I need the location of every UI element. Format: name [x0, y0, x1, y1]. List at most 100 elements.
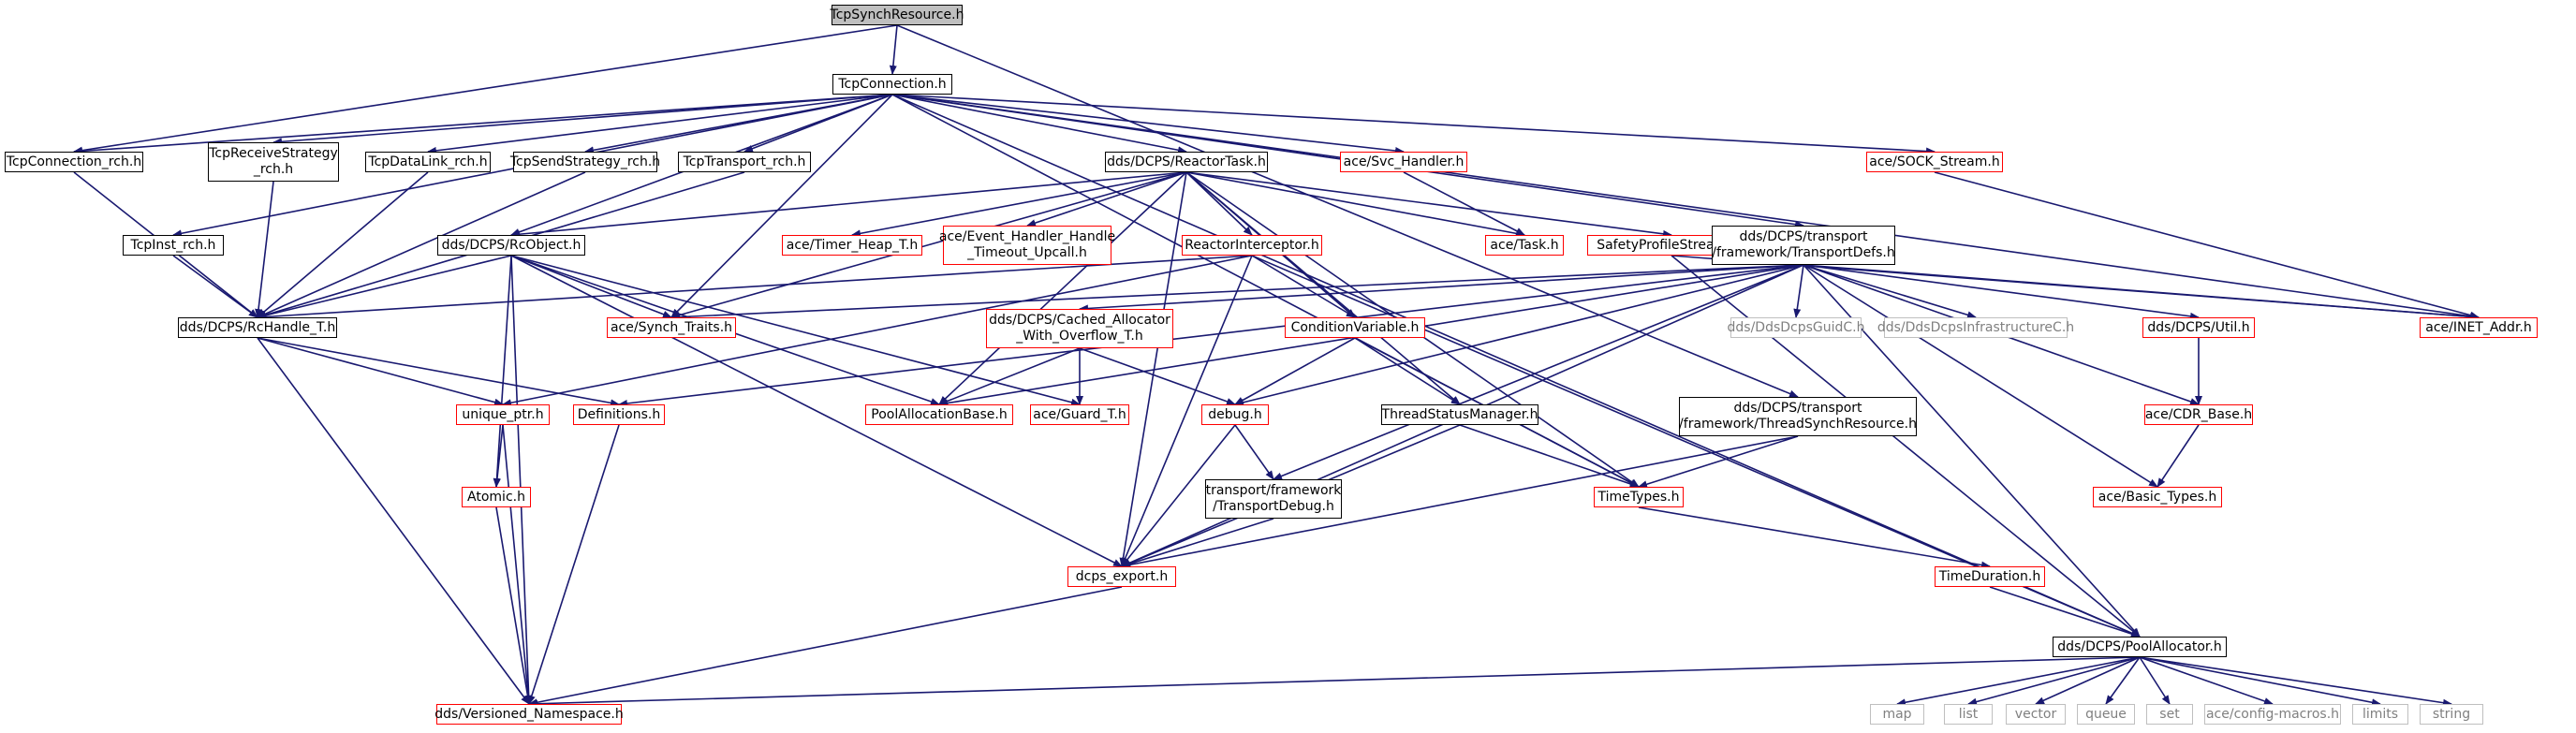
node-definitions: Definitions.h [573, 404, 665, 425]
edge-reactorint-to-condvar [1251, 255, 1356, 318]
edge-tcpconn-to-reactortask [891, 94, 1187, 154]
node-dcpsexport: dcps_export.h [1067, 566, 1176, 587]
edge-reactortask-to-task [1185, 171, 1525, 238]
edge-sendstrat-to-rchandle [257, 171, 586, 318]
node-root: TcpSynchResource.h [831, 5, 964, 25]
node-util: dds/DCPS/Util.h [2142, 317, 2255, 338]
edge-rcobject-to-dcpsexport [510, 255, 1123, 567]
node-string: string [2420, 704, 2483, 725]
node-datalink[interactable]: TcpDataLink_rch.h [365, 152, 491, 172]
edge-tcpconn-to-poolallocator [891, 94, 2141, 638]
edge-transportdefs-to-inetaddr [1803, 264, 2480, 321]
node-transport-rch[interactable]: TcpTransport_rch.h [678, 152, 811, 172]
edge-transportdefs-to-basictypes [1803, 264, 2158, 488]
edge-rcobject-to-guard [510, 255, 1081, 406]
edge-reactortask-to-threadstatus [1185, 171, 1461, 405]
edge-condvar-to-debug [1234, 337, 1356, 405]
node-queue: queue [2077, 704, 2135, 725]
edge-inst_rch-to-rchandle [172, 255, 258, 318]
edge-poolallocator-to-map [1896, 656, 2141, 707]
edge-rchandle-to-versioned [257, 337, 530, 705]
edge-rchandle-to-definitions [257, 337, 620, 407]
edge-transportdefs-to-transportdebug [1273, 264, 1804, 480]
node-atomic: Atomic.h [462, 487, 531, 507]
node-transportdebug[interactable]: transport/framework /TransportDebug.h [1205, 479, 1342, 519]
node-svc: ace/Svc_Handler.h [1340, 152, 1467, 172]
node-threadstatus[interactable]: ThreadStatusManager.h [1381, 404, 1538, 425]
edge-tcpconn-to-datalink [427, 94, 893, 154]
edge-root-to-conn_rch [73, 24, 898, 154]
node-reactorint: ReactorInterceptor.h [1182, 235, 1322, 256]
edge-timeduration-to-poolallocator [1989, 586, 2141, 638]
node-cdrbase: ace/CDR_Base.h [2144, 404, 2253, 425]
edge-rchandle-to-uniqueptr [257, 337, 504, 406]
node-transportdefs[interactable]: dds/DCPS/transport /framework/TransportD… [1712, 226, 1895, 265]
edge-transportdefs-to-util [1803, 264, 2200, 320]
node-timeduration: TimeDuration.h [1935, 566, 2045, 587]
edge-rcobject-to-synchtraits [510, 255, 672, 318]
edge-rcobject-to-atomic [493, 255, 512, 488]
node-guidc: dds/DdsDcpsGuidC.h [1728, 317, 1865, 338]
edge-sock-to-inetaddr [1934, 171, 2480, 319]
node-uniqueptr: unique_ptr.h [456, 404, 550, 425]
node-vector: vector [2006, 704, 2066, 725]
node-sock: ace/SOCK_Stream.h [1866, 152, 2003, 172]
edge-transportdefs-to-infrac [1803, 264, 1977, 319]
edge-reactortask-to-timerheap [851, 171, 1187, 238]
edge-svc-to-task [1403, 171, 1525, 236]
node-rchandle[interactable]: dds/DCPS/RcHandle_T.h [178, 317, 337, 338]
edge-reactortask-to-reactorint [1185, 171, 1253, 236]
edge-poolallocator-to-versioned [528, 656, 2141, 708]
edge-tcpconn-to-recvstrat [272, 94, 893, 146]
edge-poolallocator-to-queue [2105, 656, 2141, 705]
node-threadsynch[interactable]: dds/DCPS/transport /framework/ThreadSync… [1679, 397, 1917, 436]
edge-atomic-to-versioned [495, 506, 532, 705]
node-recvstrat[interactable]: TcpReceiveStrategy _rch.h [208, 142, 339, 182]
node-limits: limits [2352, 704, 2408, 725]
node-reactortask[interactable]: dds/DCPS/ReactorTask.h [1105, 152, 1268, 172]
edge-cachedalloc-to-poolallocbase [938, 347, 1081, 405]
edge-timetypes-to-timeduration [1638, 506, 1991, 569]
node-guard: ace/Guard_T.h [1030, 404, 1129, 425]
edge-cachedalloc-to-debug [1079, 347, 1236, 405]
edge-transportdefs-to-debug [1234, 264, 1804, 406]
node-poolallocator[interactable]: dds/DCPS/PoolAllocator.h [2053, 637, 2227, 657]
edge-threadsynch-to-dcpsexport [1121, 435, 1799, 569]
edge-tcpconn-to-sock [891, 94, 1936, 155]
edge-reactortask-to-evhandler [1026, 171, 1187, 227]
node-versioned: dds/Versioned_Namespace.h [434, 704, 624, 725]
edge-poolallocator-to-string [2139, 656, 2452, 707]
edge-poolallocator-to-limits [2139, 656, 2381, 707]
edge-uniqueptr-to-versioned [502, 424, 533, 705]
node-sendstrat[interactable]: TcpSendStrategy_rch.h [510, 152, 660, 172]
node-condvar: ConditionVariable.h [1285, 317, 1425, 338]
node-task: ace/Task.h [1485, 235, 1564, 256]
edge-transportdebug-to-dcpsexport [1121, 518, 1274, 568]
edge-poolallocator-to-configmacros [2139, 656, 2274, 705]
edge-cdrbase-to-basictypes [2156, 424, 2200, 488]
node-rcobject[interactable]: dds/DCPS/RcObject.h [437, 235, 585, 256]
edge-debug-to-dcpsexport [1121, 424, 1236, 567]
edge-definitions-to-versioned [527, 424, 620, 705]
edge-reactorint-to-uniqueptr [502, 255, 1253, 407]
node-cachedalloc: dds/DCPS/Cached_Allocator _With_Overflow… [986, 309, 1173, 348]
edge-condvar-to-threadstatus [1354, 337, 1461, 405]
node-inetaddr: ace/INET_Addr.h [2420, 317, 2538, 338]
edge-reactortask-to-poolallocbase [938, 171, 1187, 405]
node-inst-rch[interactable]: TcpInst_rch.h [123, 235, 224, 256]
edge-poolallocator-to-set [2139, 656, 2171, 705]
edge-threadstatus-to-timetypes [1459, 424, 1640, 488]
edge-transportdefs-to-cachedalloc [1079, 264, 1804, 313]
node-conn-rch[interactable]: TcpConnection_rch.h [5, 152, 143, 172]
edge-tcpconn-to-synchtraits [670, 94, 893, 318]
edge-rcobject-to-rchandle [257, 255, 512, 319]
node-timerheap: ace/Timer_Heap_T.h [782, 235, 922, 256]
node-set: set [2146, 704, 2193, 725]
edge-dcpsexport-to-versioned [528, 586, 1123, 707]
node-infrac: dds/DdsDcpsInfrastructureC.h [1877, 317, 2074, 338]
edge-debug-to-transportdebug [1234, 424, 1274, 480]
edge-safety-to-poolallocator [1671, 255, 2141, 638]
node-poolallocbase: PoolAllocationBase.h [865, 404, 1013, 425]
node-tcpconn[interactable]: TcpConnection.h [832, 74, 952, 95]
